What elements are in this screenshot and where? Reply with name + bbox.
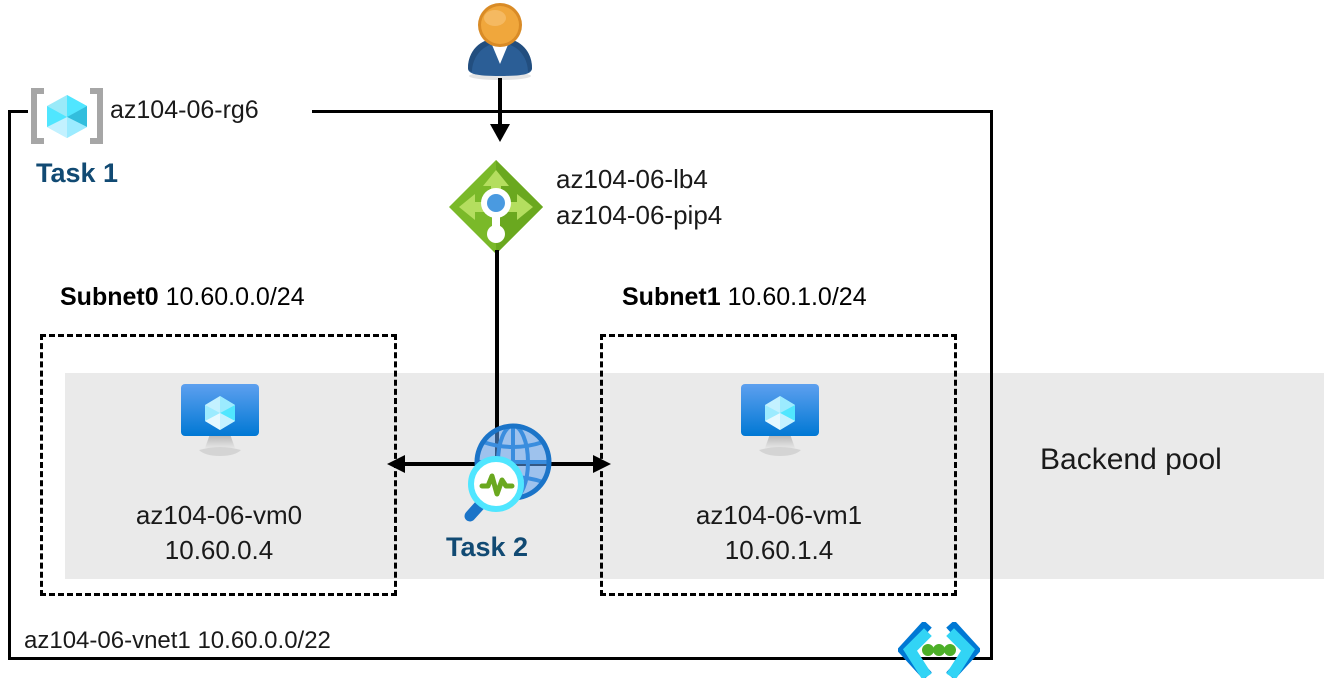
vm0-caption: az104-06-vm0 10.60.0.4 — [54, 498, 384, 568]
subnet1-name: Subnet1 — [622, 283, 721, 311]
subnet1-cidr: 10.60.1.0/24 — [727, 283, 867, 311]
vm0-name: az104-06-vm0 — [135, 500, 303, 530]
resource-group-icon — [30, 88, 104, 144]
virtual-network-label: az104-06-vnet1 10.60.0.0/22 — [22, 627, 333, 655]
backend-pool-band — [65, 373, 1324, 579]
vm1-caption: az104-06-vm1 10.60.1.4 — [614, 498, 944, 568]
user-to-lb-arrow — [479, 78, 521, 144]
network-watcher-icon — [452, 418, 560, 524]
task-1-label: Task 1 — [36, 158, 119, 188]
subnet1-title: Subnet1 10.60.1.0/24 — [622, 283, 867, 312]
user-icon — [459, 2, 541, 80]
vm0-ip: 10.60.0.4 — [164, 534, 274, 565]
virtual-machine-icon — [737, 382, 823, 462]
subnet0-cidr: 10.60.0.0/24 — [165, 283, 305, 311]
backend-pool-label: Backend pool — [1040, 443, 1222, 476]
task-2-label: Task 2 — [446, 532, 529, 562]
vm1-name: az104-06-vm1 — [695, 500, 863, 530]
vm1-ip: 10.60.1.4 — [724, 534, 834, 565]
virtual-machine-icon — [177, 382, 263, 462]
public-ip-name: az104-06-pip4 — [556, 200, 723, 230]
load-balancer-icon — [447, 158, 545, 256]
virtual-network-icon — [896, 620, 982, 680]
subnet0-title: Subnet0 10.60.0.0/24 — [60, 283, 305, 312]
resource-group-name: az104-06-rg6 — [110, 96, 259, 124]
load-balancer-name: az104-06-lb4 — [556, 164, 708, 194]
subnet0-name: Subnet0 — [60, 283, 159, 311]
